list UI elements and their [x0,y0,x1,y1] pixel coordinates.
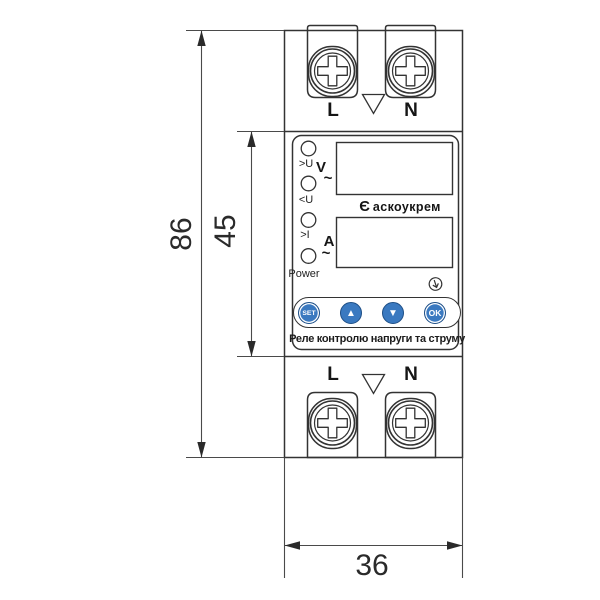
screw-top-left [309,48,356,94]
current-unit-label: A [323,232,335,250]
triangle-marker-top-icon [361,93,386,115]
dimension-panel-label: 45 [209,214,242,248]
terminal-label-top-l: L [327,100,339,121]
terminal-block-top-right [384,24,437,99]
voltage-display [335,141,454,196]
arrow-36-right-icon [447,541,463,550]
terminal-cage-bottom-right [385,397,436,450]
device-caption: Реле контролю напруги та струму [289,333,465,345]
led-overvoltage-icon [300,140,317,157]
arrow-45-down-icon [247,341,256,357]
voltage-unit-label: V [315,158,326,176]
led-label-overcurrent: >I [300,228,310,241]
ok-button[interactable]: OK [424,302,446,324]
brand-name: аскоукрем [372,199,441,214]
terminal-label-bottom-n: N [404,364,418,385]
arrow-86-up-icon [197,30,206,46]
screw-bottom-right [387,400,434,446]
led-undervoltage-icon [300,175,317,192]
arrow-45-up-icon [247,131,256,147]
triangle-marker-bottom-icon [361,373,386,395]
terminal-label-top-n: N [404,100,418,121]
button-panel: SET ▲ ▼ OK [293,297,461,328]
arrow-36-left-icon [284,541,300,550]
terminal-cage-top-left [307,45,358,98]
terminal-block-bottom-left [306,391,359,459]
led-label-overvoltage: >U [298,157,314,170]
brand-logo: Є аскоукрем [340,198,460,215]
screw-top-right [387,48,434,94]
terminal-cage-top-right [385,45,436,98]
led-label-undervoltage: <U [298,193,314,206]
led-power-icon [300,248,317,264]
dimension-lines [186,29,464,578]
current-ac-tilde: ~ [321,244,331,262]
front-panel [291,134,460,351]
terminal-block-bottom-right [384,391,437,459]
dimension-arrowheads [197,30,463,550]
device-body [283,24,464,459]
set-button[interactable]: SET [298,302,320,324]
arrow-circle-icon [428,277,443,291]
current-display [335,216,454,269]
terminal-block-top-left [306,24,359,99]
dimension-height-label: 86 [165,217,198,251]
terminal-label-bottom-l: L [327,364,339,385]
voltage-ac-tilde: ~ [323,169,333,187]
led-overcurrent-icon [300,212,317,228]
up-button[interactable]: ▲ [340,302,362,324]
dimension-width-label: 36 [355,549,389,582]
arrow-86-down-icon [197,442,206,458]
terminal-cage-bottom-left [307,397,358,450]
led-label-power: Power [288,267,320,280]
down-button[interactable]: ▼ [382,302,404,324]
brand-mark-icon: Є [359,198,370,215]
screw-bottom-left [309,400,356,446]
